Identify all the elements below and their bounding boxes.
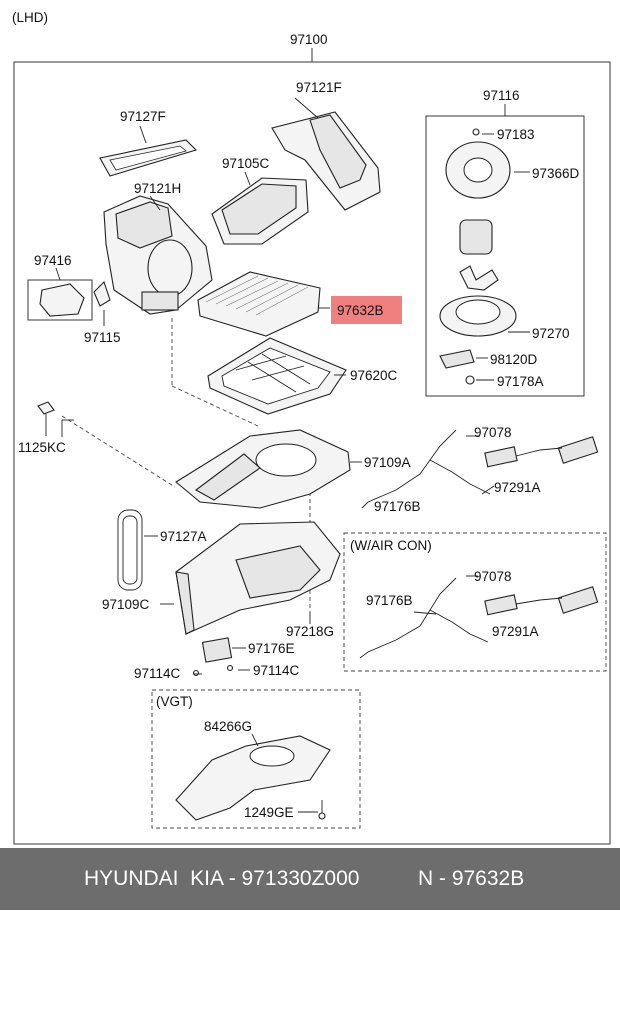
label-97183: 97183 [497, 127, 535, 142]
footer-bar: HYUNDAI KIA - 971330Z000 N - 97632B [0, 848, 620, 910]
label-97178A: 97178A [497, 374, 544, 389]
label-97127A: 97127A [160, 529, 207, 544]
highlight-97632B [331, 296, 402, 324]
housing-97121H [103, 195, 213, 315]
label-97121F: 97121F [296, 80, 342, 95]
blower-97116 [439, 128, 530, 385]
label-97114C-b: 97114C [253, 663, 300, 678]
case-97109C [160, 521, 341, 635]
label-97121H: 97121H [134, 181, 181, 196]
screw-97114C-b [226, 664, 234, 672]
footer-ref-code: N - 97632B [418, 867, 525, 890]
filter-97632B [197, 271, 330, 337]
label-w-air-con: (W/AIR CON) [350, 538, 432, 553]
label-97291A-aircon: 97291A [492, 624, 539, 639]
label-97109C: 97109C [102, 597, 150, 612]
vgt-option-frame [151, 689, 361, 829]
label-1249GE: 1249GE [244, 805, 294, 820]
label-97416: 97416 [34, 253, 72, 268]
label-97100: 97100 [290, 32, 328, 47]
label-97632B: 97632B [337, 303, 384, 318]
bracket-84266G [175, 733, 331, 821]
parts-diagram: (LHD) 97100 97121F 97127F 97105C 97121H … [12, 10, 611, 845]
label-97109A: 97109A [364, 455, 411, 470]
resistor-97176E [201, 637, 246, 663]
label-97078-top: 97078 [474, 425, 512, 440]
cover-97105C [211, 171, 309, 245]
label-97176E: 97176E [248, 641, 295, 656]
label-97366D: 97366D [532, 166, 580, 181]
case-97109A [175, 429, 362, 509]
label-97114C-a: 97114C [134, 666, 181, 681]
footer-part-number: HYUNDAI KIA - 971330Z000 [84, 867, 360, 890]
label-97105C: 97105C [222, 156, 270, 171]
wiring-harness-top [361, 429, 599, 509]
label-97176B-aircon: 97176B [366, 593, 413, 608]
label-1125KC: 1125KC [18, 440, 66, 455]
wiring-harness-aircon [359, 575, 599, 659]
screw-97114C-a [192, 669, 200, 677]
link-97115 [93, 280, 111, 326]
duct-97121F [271, 97, 381, 211]
label-97116: 97116 [483, 88, 520, 103]
label-lhd: (LHD) [12, 10, 48, 25]
air-con-option-frame [343, 532, 607, 672]
label-97291A-top: 97291A [494, 480, 541, 495]
label-97127F: 97127F [120, 109, 166, 124]
label-97078-aircon: 97078 [474, 569, 512, 584]
label-98120D: 98120D [490, 352, 538, 367]
frame-97620C [207, 337, 347, 415]
label-97176B-top: 97176B [374, 499, 421, 514]
bolt-1249GE [318, 800, 326, 820]
label-vgt: (VGT) [156, 694, 193, 709]
label-97620C: 97620C [350, 368, 398, 383]
label-84266G: 84266G [204, 719, 252, 734]
label-97218G: 97218G [286, 624, 334, 639]
label-97115: 97115 [84, 330, 121, 345]
seal-97127F [99, 125, 198, 177]
label-97270: 97270 [532, 326, 570, 341]
actuator-97416 [27, 267, 93, 321]
bolt-1125KC [37, 401, 55, 436]
seal-97127A [117, 509, 158, 591]
